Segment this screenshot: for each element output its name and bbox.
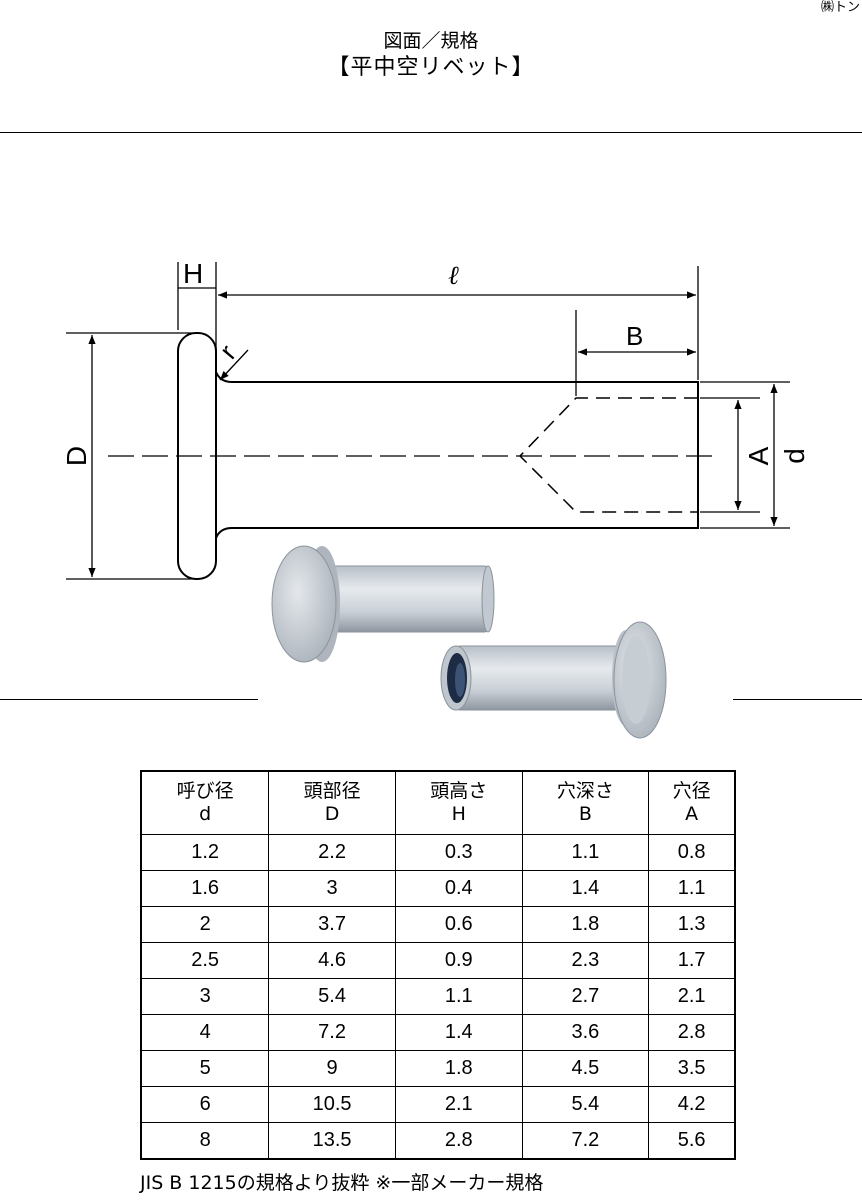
title-line-2: 【平中空リベット】 [327, 55, 535, 80]
label-d: d [779, 448, 810, 464]
top-divider [0, 132, 862, 133]
table-cell: 2 [140, 906, 270, 943]
table-cell: 1.7 [648, 942, 736, 979]
table-cell: 2.8 [394, 1122, 523, 1160]
table-cell: 1.2 [140, 834, 270, 871]
bottom-divider-right [733, 699, 862, 700]
table-cell: 0.4 [394, 870, 523, 907]
table-cell: 1.1 [394, 978, 523, 1015]
table-cell: 7.2 [521, 1122, 650, 1160]
table-cell: 0.9 [394, 942, 523, 979]
table-cell: 3 [268, 870, 396, 907]
label-D: D [61, 446, 92, 466]
table-cell: 2.1 [648, 978, 736, 1015]
table-cell: 1.8 [521, 906, 650, 943]
page-title: 図面／規格 【平中空リベット】 [0, 28, 862, 82]
table-cell: 6 [140, 1086, 270, 1123]
rivet-technical-drawing: H ℓ B r D A d [61, 258, 810, 739]
table-cell: 9 [268, 1050, 396, 1087]
table-cell: 2.5 [140, 942, 270, 979]
table-cell: 1.8 [394, 1050, 523, 1087]
corner-brand-text: ㈱トン [820, 0, 860, 15]
rivet-photo-2 [440, 621, 667, 739]
table-cell: 1.3 [648, 906, 736, 943]
table-cell: 0.3 [394, 834, 523, 871]
hidden-hole-lines [518, 397, 698, 513]
table-cell: 4.5 [521, 1050, 650, 1087]
table-cell: 3.5 [648, 1050, 736, 1087]
table-cell: 1.4 [394, 1014, 523, 1051]
label-A: A [743, 446, 774, 465]
table-cell: 2.1 [394, 1086, 523, 1123]
table-cell: 0.8 [648, 834, 736, 871]
bottom-divider-left [0, 699, 258, 700]
footnote: JIS B 1215の規格より抜粋 ※一部メーカー規格 [140, 1172, 544, 1194]
table-cell: 4.2 [648, 1086, 736, 1123]
table-cell: 10.5 [268, 1086, 396, 1123]
table-cell: 5.4 [521, 1086, 650, 1123]
table-cell: 1.1 [648, 870, 736, 907]
table-cell: 3 [140, 978, 270, 1015]
table-cell: 5.4 [268, 978, 396, 1015]
table-cell: 8 [140, 1122, 270, 1160]
table-cell: 7.2 [268, 1014, 396, 1051]
table-cell: 4 [140, 1014, 270, 1051]
label-B: B [626, 321, 643, 351]
label-length: ℓ [448, 261, 459, 291]
rivet-shank-outline [215, 371, 699, 539]
table-cell: 2.2 [268, 834, 396, 871]
label-H: H [183, 258, 203, 289]
table-cell: 4.6 [268, 942, 396, 979]
table-cell: 1.4 [521, 870, 650, 907]
table-cell: 1.1 [521, 834, 650, 871]
table-cell: 13.5 [268, 1122, 396, 1160]
table-cell: 1.6 [140, 870, 270, 907]
table-cell: 3.6 [521, 1014, 650, 1051]
label-r: r [213, 338, 242, 364]
table-cell: 0.6 [394, 906, 523, 943]
table-cell: 2.3 [521, 942, 650, 979]
table-cell: 5 [140, 1050, 270, 1087]
rivet-photo-1 [271, 545, 495, 663]
table-cell: 2.7 [521, 978, 650, 1015]
title-line-1: 図面／規格 [383, 30, 479, 52]
table-cell: 2.8 [648, 1014, 736, 1051]
table-cell: 3.7 [268, 906, 396, 943]
table-cell: 5.6 [648, 1122, 736, 1160]
